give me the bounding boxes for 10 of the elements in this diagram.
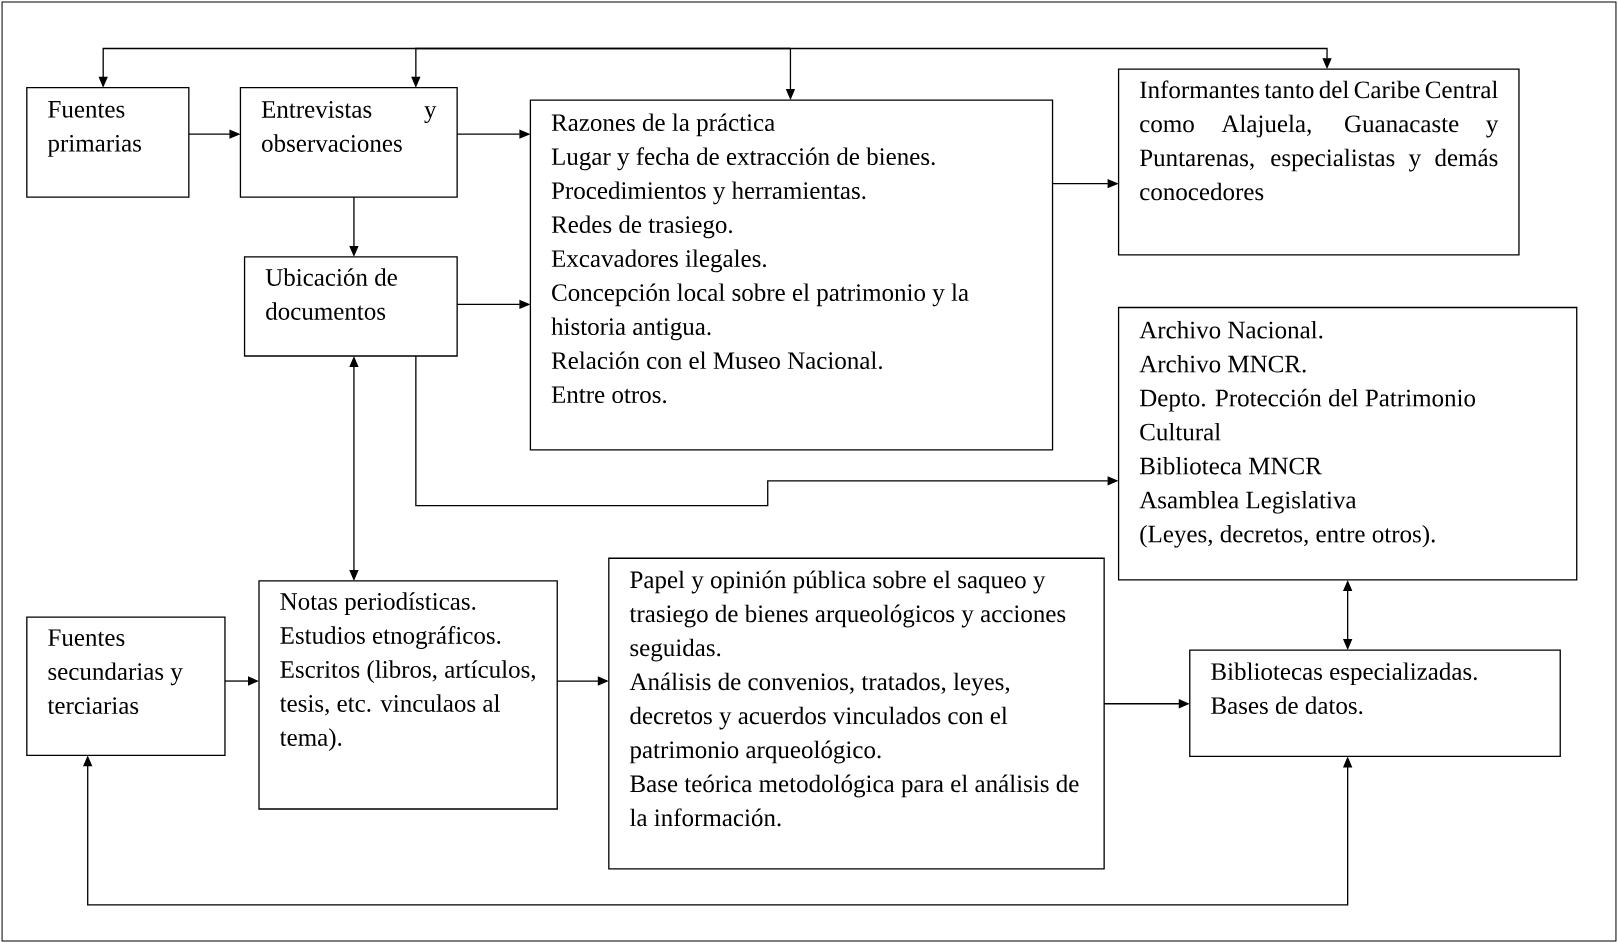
text-box: Fuentes primarias [26,87,190,198]
text-box: Ubicación de documentos [243,256,458,357]
text-box: Archivo Nacional. Archivo MNCR. Depto. Protección del Patrimonio Cultural Biblioteca MNCR Asamblea Legislativa (Leyes, decretos, entre otros). [1117,306,1578,581]
text-box: Informantes tanto del Caribe Central como Alajuela, Guanacaste y Puntarenas, especialistas y demás conocedores [1117,68,1520,256]
text-box: Bibliotecas especializadas. Bases de datos. [1189,649,1561,757]
text-box: Notas periodísticas. Estudios etnográficos. Escritos (libros, artículos, tesis, etc. vinculaos al tema). [258,580,558,810]
text-box: Razones de la práctica Lugar y fecha de extracción de bienes. Procedimientos y herramientas. Redes de trasiego. Excavadores ilegales. Concepción local sobre el patrimonio y la historia antigua. Relación con el Museo Nacional. Entre otros. [529,99,1054,451]
text-box: Papel y opinión pública sobre el saqueo y trasiego de bienes arqueológicos y acciones seguidas. Análisis de convenios, tratados, leyes, decretos y acuerdos vinculados con el patrimonio arqueológico. Base teórica metodológica para el análisis de la información. [608,557,1105,870]
text-box: Entrevistas y observaciones [239,87,458,198]
text-box: Fuentes secundarias y terciarias [26,616,226,756]
